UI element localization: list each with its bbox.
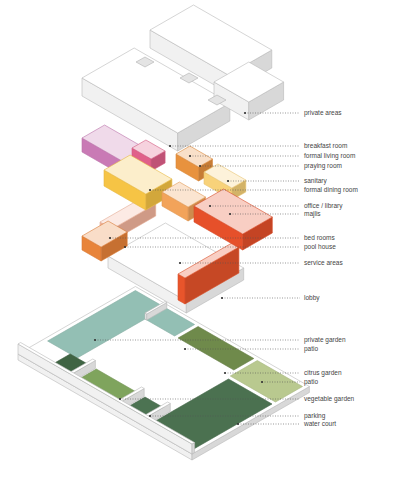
leader-dot bbox=[221, 297, 223, 299]
leader-line bbox=[150, 416, 300, 417]
private-areas-top bbox=[214, 62, 284, 102]
leader-line bbox=[225, 373, 300, 374]
leader-dot bbox=[229, 213, 231, 215]
part-label: sanitary bbox=[304, 177, 327, 185]
leader-line bbox=[125, 247, 300, 248]
part-label: formal living room bbox=[304, 152, 355, 160]
leader-line bbox=[170, 146, 300, 147]
courtyard-void bbox=[136, 57, 154, 67]
leader-dot bbox=[224, 372, 226, 374]
leader-dot bbox=[199, 165, 201, 167]
leader-line bbox=[228, 181, 300, 182]
lobby-side bbox=[178, 274, 185, 304]
part-label: parking bbox=[304, 412, 325, 420]
outer-wall-top bbox=[18, 343, 195, 445]
leader-dot bbox=[149, 189, 151, 191]
part-label: bed rooms bbox=[304, 234, 335, 242]
leader-dot bbox=[169, 145, 171, 147]
part-label: formal dining room bbox=[304, 186, 358, 194]
leader-dot bbox=[149, 415, 151, 417]
leader-line bbox=[180, 263, 300, 264]
leader-line bbox=[190, 156, 300, 157]
leader-line bbox=[230, 214, 300, 215]
divider-wall-top bbox=[145, 402, 170, 417]
divider-wall-top bbox=[119, 387, 144, 402]
leader-dot bbox=[209, 205, 211, 207]
leader-line bbox=[210, 206, 300, 207]
leader-dot bbox=[94, 339, 96, 341]
leader-dot bbox=[227, 180, 229, 182]
leader-line bbox=[185, 349, 300, 350]
leader-line bbox=[95, 340, 300, 341]
part-label: lobby bbox=[304, 294, 320, 302]
ground-slab-top bbox=[18, 287, 309, 455]
leader-dot bbox=[184, 348, 186, 350]
divider-wall-top bbox=[70, 359, 95, 374]
lobby-top bbox=[178, 243, 239, 278]
leader-line bbox=[262, 382, 300, 383]
divider-wall-top bbox=[145, 302, 167, 315]
leader-line bbox=[150, 190, 300, 191]
sanitary-top bbox=[204, 164, 246, 188]
part-label: praying room bbox=[304, 162, 342, 170]
part-label: patio bbox=[304, 378, 318, 386]
part-label: pool house bbox=[304, 243, 336, 251]
private-areas-top bbox=[82, 48, 230, 133]
formal-living-room-top bbox=[132, 140, 165, 159]
bed-rooms-top bbox=[82, 221, 127, 247]
part-label: water court bbox=[304, 420, 336, 428]
part-label: service areas bbox=[304, 259, 343, 267]
part-label: citrus garden bbox=[304, 369, 342, 377]
formal-dining-room-top bbox=[104, 155, 172, 194]
part-label: patio bbox=[304, 345, 318, 353]
patio bbox=[178, 327, 254, 371]
part-label: majlis bbox=[304, 210, 321, 218]
leader-dot bbox=[189, 155, 191, 157]
building-layers bbox=[18, 5, 309, 460]
part-label: office / library bbox=[304, 202, 343, 210]
ground-layer bbox=[18, 287, 309, 461]
majlis-top bbox=[194, 189, 272, 234]
part-label: private garden bbox=[304, 336, 346, 344]
leader-dot bbox=[179, 262, 181, 264]
courtyard-void bbox=[208, 95, 226, 105]
private-garden bbox=[48, 291, 165, 359]
outer-wall-side bbox=[192, 443, 195, 455]
part-label: private areas bbox=[304, 109, 342, 117]
leader-line bbox=[200, 166, 300, 167]
part-label: breakfast room bbox=[304, 142, 347, 150]
leader-dot bbox=[124, 246, 126, 248]
leader-line bbox=[222, 298, 300, 299]
leader-dot bbox=[119, 398, 121, 400]
leader-dot bbox=[261, 381, 263, 383]
upper-floor-layer bbox=[82, 5, 284, 151]
leader-line bbox=[110, 238, 300, 239]
leader-line bbox=[120, 399, 300, 400]
courtyard-void bbox=[180, 73, 198, 83]
leader-dot bbox=[109, 237, 111, 239]
leader-dot bbox=[244, 112, 246, 114]
leader-line bbox=[245, 113, 300, 114]
leader-lines bbox=[94, 112, 300, 425]
leader-line bbox=[238, 424, 300, 425]
part-label: vegetable garden bbox=[304, 395, 354, 403]
leader-dot bbox=[237, 423, 239, 425]
